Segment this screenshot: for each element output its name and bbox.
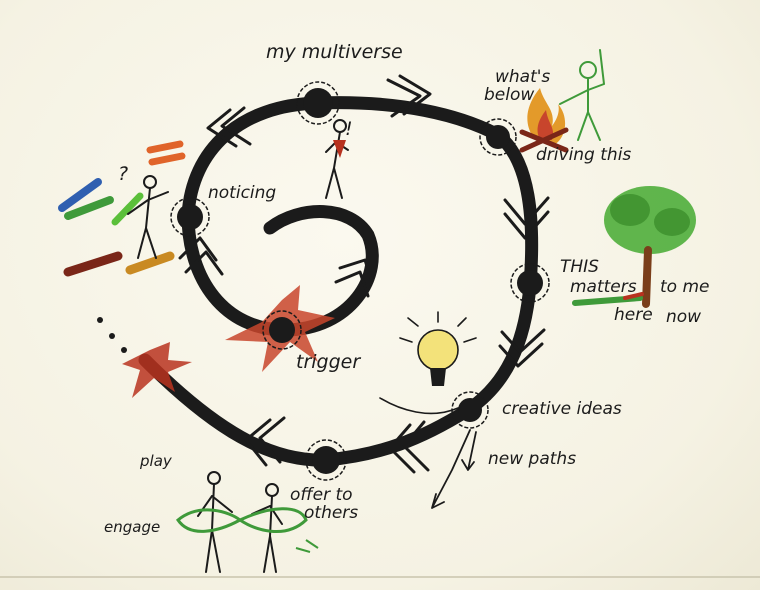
- node-whats-below: [479, 118, 517, 156]
- node-multiverse: [296, 81, 340, 125]
- arrow-2: [503, 196, 550, 240]
- label-below: below: [484, 85, 534, 105]
- tree-icon: [572, 186, 696, 308]
- label-my-multiverse: my multiverse: [266, 41, 403, 63]
- node-noticing: [170, 197, 210, 237]
- arrowheads: [178, 74, 550, 474]
- label-driving-this: driving this: [536, 145, 631, 165]
- arrow-3: [498, 328, 546, 368]
- label-creative-ideas: creative ideas: [502, 399, 622, 419]
- label-this: THIS: [560, 257, 599, 277]
- arrow-6: [178, 236, 224, 276]
- label-whats: what's: [495, 67, 550, 87]
- splash-icon: [122, 342, 192, 398]
- label-engage: engage: [104, 518, 160, 536]
- infinity-loop: [175, 507, 319, 553]
- lightbulb-icon: [379, 311, 477, 415]
- label-matters: matters: [570, 277, 637, 297]
- new-paths-arrows: [431, 429, 477, 509]
- label-trigger: trigger: [296, 351, 361, 373]
- label-now: now: [666, 307, 701, 327]
- arrow-8: [334, 258, 374, 298]
- label-noticing: noticing: [208, 183, 276, 203]
- tail-splash: [97, 317, 192, 398]
- node-offer: [305, 439, 347, 481]
- arrow-1: [386, 74, 432, 118]
- arrow-7: [206, 106, 252, 148]
- node-this-matters: [510, 263, 550, 303]
- node-trigger: [225, 285, 335, 372]
- color-scribble-icon: [58, 140, 186, 277]
- label-to-me: to me: [660, 277, 710, 297]
- stick-figure-icon: [559, 49, 605, 141]
- label-new-paths: new paths: [488, 449, 576, 469]
- arrow-4: [388, 420, 430, 474]
- stick-figure-icon: [197, 471, 283, 573]
- label-others: others: [304, 503, 358, 523]
- label-play: play: [139, 452, 173, 470]
- arrow-5: [244, 416, 286, 467]
- label-offer-to: offer to: [290, 485, 353, 505]
- label-exclamation: !: [345, 118, 353, 140]
- stick-figure-icon: [325, 119, 349, 199]
- fire-icon: [519, 88, 569, 153]
- label-here: here: [614, 305, 653, 325]
- label-question-mark: ?: [118, 163, 128, 185]
- stick-figure-icon: [127, 175, 169, 259]
